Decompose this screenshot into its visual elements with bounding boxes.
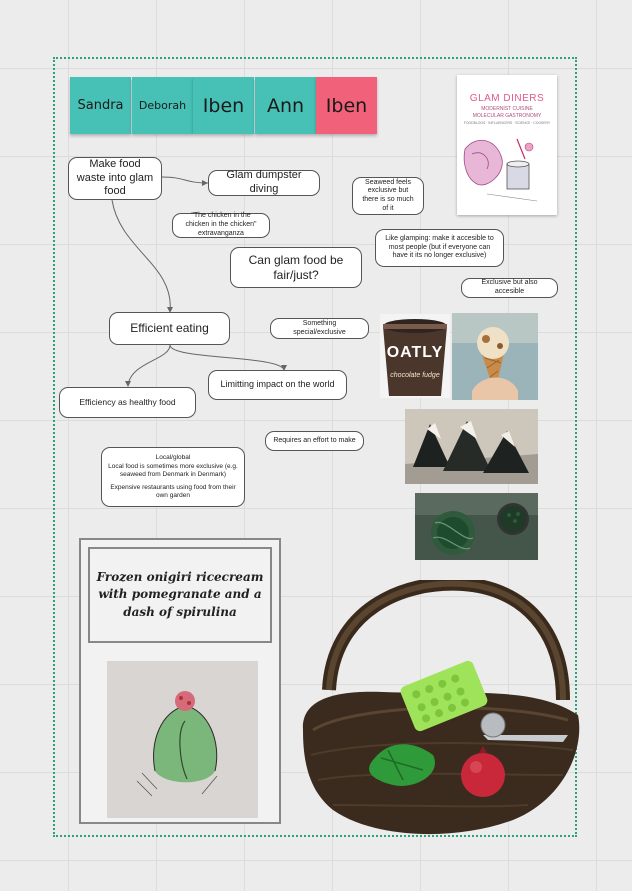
note-healthy-food[interactable]: Efficiency as healthy food [59,387,196,418]
book-subtitle: MOLECULAR GASTRONOMY [472,113,542,119]
note-text: Efficient eating [130,321,209,335]
note-limiting-impact[interactable]: Limitting impact on the world [208,370,347,400]
onigiri-image[interactable] [405,409,538,484]
note-text: Limitting impact on the world [220,379,335,390]
book-title: GLAM DINERS [469,93,545,104]
note-exclusive-accessible[interactable]: Exclusive but also accesible [461,278,558,298]
note-chicken[interactable]: "The chicken in the chicken in the chick… [172,212,270,238]
book-cover-image[interactable]: GLAM DINERS MODERNIST CUISINE MOLECULAR … [457,75,557,215]
note-text: Exclusive but also accesible [481,279,538,295]
onigiri-sketch-illustration [107,661,258,818]
note-effort[interactable]: Requires an effort to make [265,431,364,451]
basket-image[interactable] [293,580,585,842]
tub-flavor: chocolate fudge [390,372,440,379]
note-text: Can glam food be fair/just? [248,252,344,282]
sticky-note-label: Sandra [77,98,124,113]
sticky-note-label: Ann [266,94,305,117]
note-text: Seaweed feels exclusive but there is so … [362,178,414,212]
note-dumpster-diving[interactable]: Glam dumpster diving [208,169,320,196]
note-food-waste[interactable]: Make food waste into glam food [68,157,162,200]
basket-illustration [302,580,580,835]
sticky-note-iben-pink[interactable]: Iben [316,77,377,134]
tub-brand: OATLY [386,344,444,361]
note-text: Local food is sometimes more exclusive (… [108,463,238,479]
note-local-global[interactable]: Local/global Local food is sometimes mor… [101,447,245,507]
note-title: Local/global [155,454,191,462]
ice-cream-cone-image[interactable] [452,313,538,400]
concept-sketch-image[interactable] [107,661,258,818]
note-efficient-eating[interactable]: Efficient eating [109,312,230,345]
cone-illustration [452,313,538,400]
note-text: Glam dumpster diving [226,169,302,195]
concept-title-box: Frozen onigiri ricecream with pomegranat… [88,547,272,643]
sticky-note-label: Iben [202,94,245,117]
note-text: Make food waste into glam food [76,157,154,198]
note-text: "The chicken in the chicken in the chick… [185,212,257,237]
sticky-note-label: Deborah [138,99,187,112]
note-text: Like glamping: make it accesible to most… [385,234,494,260]
note-seaweed[interactable]: Seaweed feels exclusive but there is so … [352,177,424,215]
spirulina-illustration [415,493,538,560]
sticky-note-label: Iben [325,94,368,117]
note-text: Efficiency as healthy food [79,397,176,408]
concept-title: Frozen onigiri ricecream with pomegranat… [96,569,264,619]
book-illustration [463,138,538,202]
note-something-special[interactable]: Something special/exclusive [270,318,369,339]
tub-illustration [383,319,447,396]
note-text: Something special/exclusive [293,319,346,336]
note-fair-just[interactable]: Can glam food be fair/just? [230,247,362,288]
book-subtitle: MODERNIST CUISINE [481,106,533,112]
sticky-note-sandra[interactable]: Sandra [70,77,131,134]
note-text: Requires an effort to make [273,436,356,444]
book-subtitle: FOODBLOGS · INFLUENCERS · SCIENCE · COOK… [463,121,551,125]
oatly-tub-image[interactable]: OATLY chocolate fudge [380,314,450,398]
sticky-note-iben[interactable]: Iben [193,77,254,134]
note-text: Expensive restaurants using food from th… [110,483,236,499]
board-frame [53,57,577,837]
sticky-note-deborah[interactable]: Deborah [132,77,193,134]
sticky-note-ann[interactable]: Ann [255,77,316,134]
spirulina-image[interactable] [415,493,538,560]
note-glamping[interactable]: Like glamping: make it accesible to most… [375,229,504,267]
concept-card[interactable]: Frozen onigiri ricecream with pomegranat… [79,538,281,824]
onigiri-illustration [405,409,538,484]
